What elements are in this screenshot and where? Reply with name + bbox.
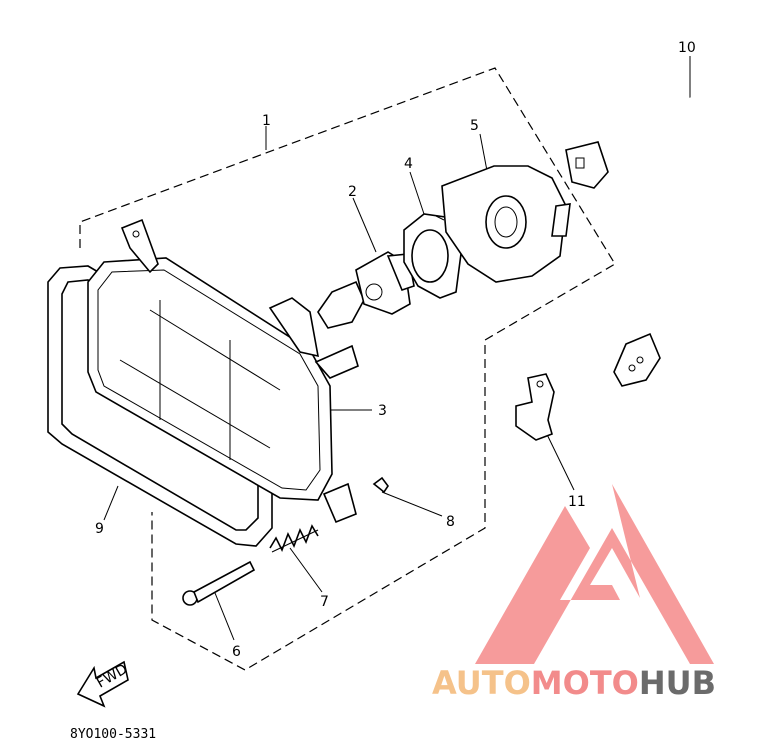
adjusting-spring: [269, 524, 319, 553]
callout-7: 7: [320, 594, 329, 610]
callout-4: 4: [404, 156, 413, 172]
watermark-text-moto: MOTO: [531, 664, 639, 702]
callout-8: 8: [446, 514, 455, 530]
callout-2: 2: [348, 184, 357, 200]
callout-6: 6: [232, 644, 241, 660]
watermark-logo: [475, 484, 714, 664]
diagram-reference-code: 8YO100-5331: [70, 727, 156, 742]
watermark-text-auto: AUTO: [432, 664, 531, 702]
fwd-direction-arrow: FWD: [76, 660, 130, 708]
headlight-bulb: [317, 251, 415, 329]
callout-9: 9: [95, 521, 104, 537]
watermark-text: AUTOMOTOHUB: [432, 664, 716, 702]
watermark-triangle-logo: [475, 484, 714, 664]
callout-11: 11: [568, 494, 586, 510]
adjusting-screw: [182, 560, 256, 606]
callout-3: 3: [378, 403, 387, 419]
bulb-cover: [441, 165, 571, 283]
assembly-boundary: [79, 67, 616, 671]
headlight-wire-harness: [565, 94, 740, 387]
callout-10: 10: [678, 40, 696, 56]
callout-5: 5: [470, 118, 479, 134]
watermark-text-hub: HUB: [639, 664, 716, 702]
retaining-clip: [372, 476, 389, 494]
callout-1: 1: [262, 113, 271, 129]
wire-clamp: [515, 373, 555, 441]
headlight-lens-unit: [87, 218, 359, 524]
